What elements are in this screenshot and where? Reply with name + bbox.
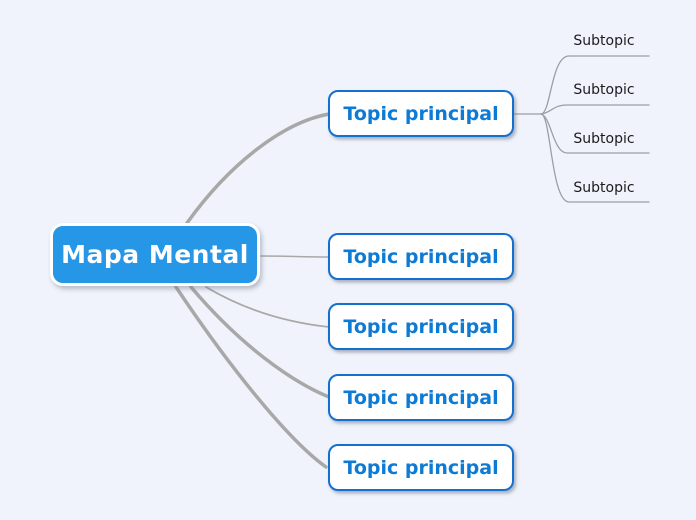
subtopic-node-4[interactable]: Subtopic [558,179,650,197]
root-node[interactable]: Mapa Mental [50,223,260,286]
topic-node-3[interactable]: Topic principal [328,303,514,350]
topic-node-label: Topic principal [343,102,499,125]
connector-topic1-subtopic-2 [540,104,650,115]
connector-topic1-subtopic-1 [540,55,650,115]
connector-topic1-subtopic-4 [540,113,650,203]
topic-node-label: Topic principal [343,245,499,268]
subtopic-label: Subtopic [573,131,635,147]
topic-node-5[interactable]: Topic principal [328,444,514,491]
topic-node-label: Topic principal [343,456,499,479]
topic-node-1[interactable]: Topic principal [328,90,514,137]
subtopic-node-3[interactable]: Subtopic [558,130,650,148]
subtopic-node-1[interactable]: Subtopic [558,32,650,50]
topic-node-label: Topic principal [343,386,499,409]
topic-node-4[interactable]: Topic principal [328,374,514,421]
subtopic-node-2[interactable]: Subtopic [558,81,650,99]
connector-root-topic-5 [174,285,328,469]
subtopic-label: Subtopic [573,180,635,196]
topic-node-2[interactable]: Topic principal [328,233,514,280]
topic-node-label: Topic principal [343,315,499,338]
connector-root-topic-4 [189,285,331,399]
subtopic-label: Subtopic [573,82,635,98]
subtopic-label: Subtopic [573,33,635,49]
connector-root-topic-3 [205,286,330,328]
root-node-label: Mapa Mental [61,240,249,269]
connector-root-topic-1 [185,112,331,225]
connector-root-topic-2 [260,255,330,258]
